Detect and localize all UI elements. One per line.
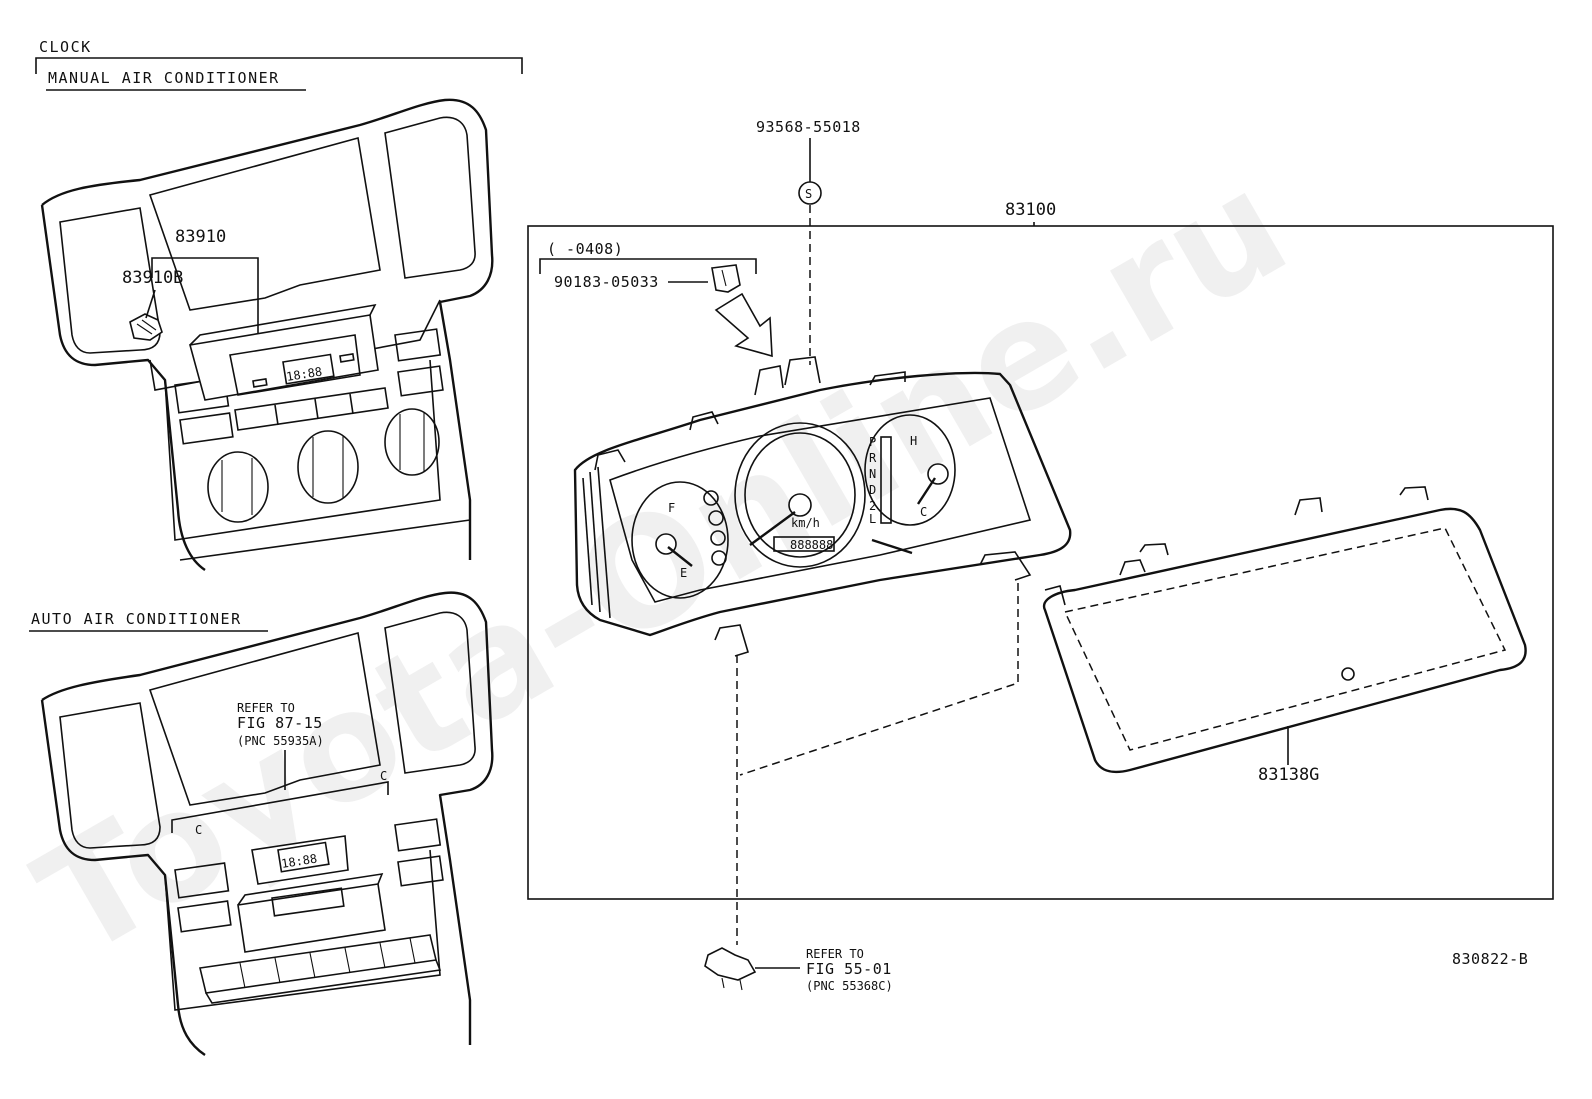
auto-ac-title: AUTO AIR CONDITIONER [31,610,242,628]
clock-bulb-icon [129,313,163,341]
clip-icon [711,264,741,293]
temp-hot-letter: H [910,434,917,448]
gear-2: 2 [869,499,876,513]
manual-dash-outline-left [40,204,206,571]
speed-unit: km/h [791,516,820,530]
clock-group-header: CLOCK MANUAL AIR CONDITIONER [35,38,523,91]
gear-indicator [880,436,892,524]
gear-p: P [869,435,876,449]
meter-refer-text: REFER TO [806,947,864,961]
manual-clock-unit: 18:88 [188,303,379,401]
meter-face [609,397,1032,603]
meter-glass-illustration [1042,486,1527,774]
auto-refer-pnc: (PNC 55935A) [237,734,324,748]
clock-group-title: CLOCK [39,38,92,56]
group-bracket [35,57,523,74]
temp-gauge [864,414,956,526]
meter-housing [573,371,1072,637]
manual-knob-left [207,451,269,523]
clip-callout: ( -0408) 90183-05033 [539,240,773,358]
part-label-93568: 93568-55018 [756,118,861,136]
gear-r: R [869,451,877,465]
glass-relation-line [739,583,1019,776]
meter-refer-pnc: (PNC 55368C) [806,979,893,993]
odometer-display [773,536,835,552]
part-label-83910: 83910 [175,227,226,247]
gear-n: N [869,467,876,481]
auto-ac-header: AUTO AIR CONDITIONER [29,610,268,632]
meter-labels-top: 93568-55018 S 83100 [756,118,1056,365]
speedometer [734,422,866,568]
meter-refer-fig: FIG 55-01 [806,960,892,978]
screw-symbol-letter: S [805,187,812,201]
combination-meter-illustration: F E km/h 888888 H C P R N D 2 L [573,356,1072,657]
bracket-mark-left: C [195,823,202,837]
manual-part-labels: 83910 83910B [122,227,259,333]
bracket-mark-right: C [380,769,387,783]
auto-c-bracket [171,781,389,833]
manual-dash-outline [41,98,494,560]
date-range-label: ( -0408) [547,240,623,258]
direction-arrow-icon [714,292,773,358]
manual-dashboard-illustration: 18:88 [40,98,494,571]
auto-refer-note: REFER TO FIG 87-15 (PNC 55935A) [237,701,324,790]
manual-clock-display [282,353,335,385]
manual-clock-readout: 18:88 [285,364,323,383]
auto-clock-unit: 18:88 [251,835,349,885]
auto-climate-unit [237,883,386,953]
part-label-90183: 90183-05033 [554,273,659,291]
meter-glass [1042,507,1527,774]
manual-right-window [384,116,476,279]
manual-stack-body [164,359,441,541]
combination-meter-frame [527,225,1554,900]
watermark: Toyota-Online.ru [11,138,1315,991]
manual-ac-title: MANUAL AIR CONDITIONER [48,69,280,87]
harness-connector-illustration [704,947,800,991]
screw-symbol-icon [798,181,822,205]
auto-dashboard-illustration: C C 18:88 [40,591,494,1056]
manual-knob-center [297,430,359,504]
manual-left-vent [59,207,161,354]
part-label-83910b: 83910B [122,268,183,288]
harness-connector-icon [704,947,757,981]
part-label-83138g: 83138G [1258,765,1319,785]
meter-top-tab [754,365,784,396]
manual-center-window [148,136,381,311]
odometer-readout: 888888 [790,538,833,552]
figure-code: 830822-B [1452,950,1528,968]
auto-clock-readout: 18:88 [280,851,318,870]
gear-l: L [869,512,876,526]
fuel-empty-letter: E [680,566,687,580]
manual-knob-right [384,408,440,476]
fuel-gauge [631,481,729,599]
trip-knob [871,538,913,555]
temp-cold-letter: C [920,505,927,519]
gear-d: D [869,483,876,497]
fuel-full-letter: F [668,501,675,515]
auto-refer-text: REFER TO [237,701,295,715]
auto-refer-fig: FIG 87-15 [237,714,323,732]
part-label-83100: 83100 [1005,200,1056,220]
